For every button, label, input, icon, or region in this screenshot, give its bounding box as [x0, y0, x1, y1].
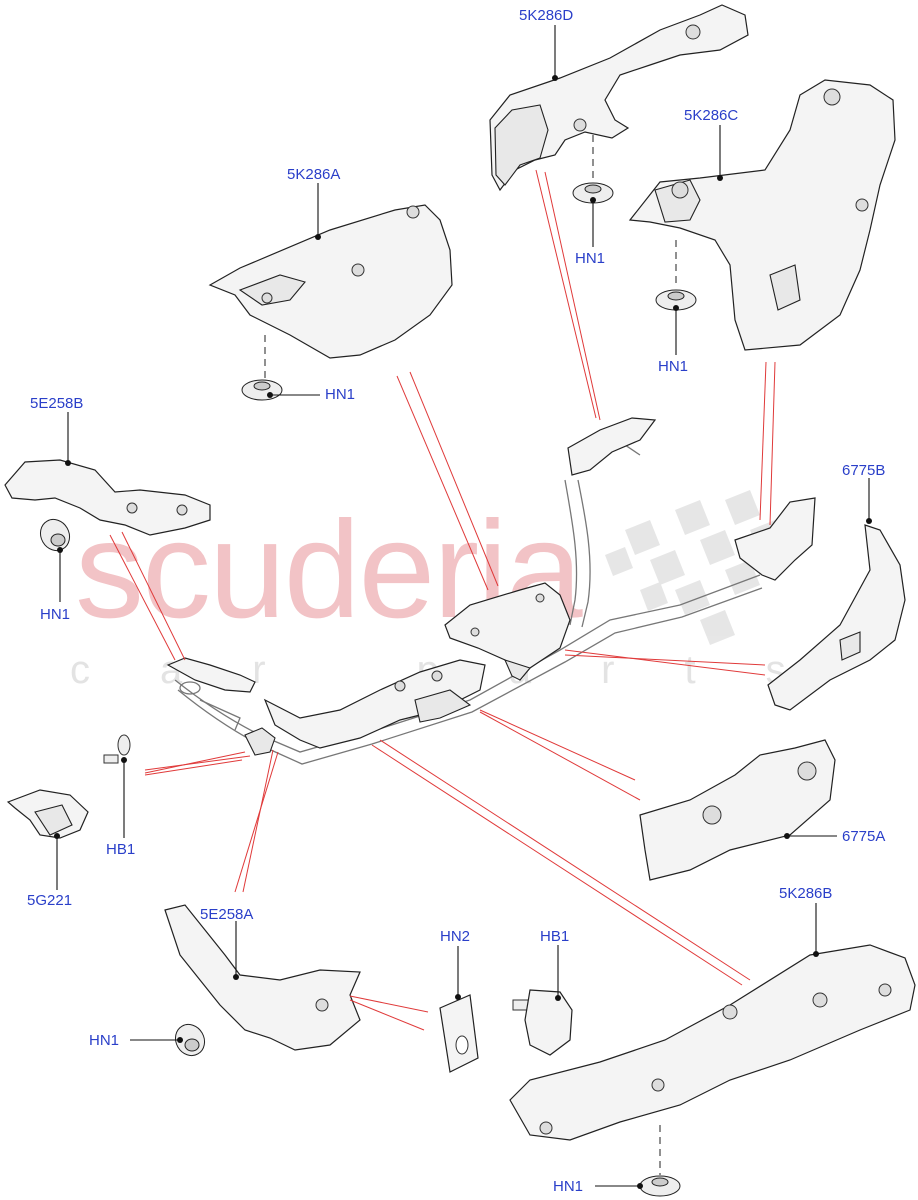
checkered-flag-watermark — [605, 490, 785, 645]
label-hb1-upper: HB1 — [106, 841, 136, 858]
pipe-bracket-right — [734, 497, 816, 581]
alignment-dashes — [264, 135, 677, 1175]
label-hn1-upper-right: HN1 — [658, 358, 689, 375]
pipe-bracket-upper — [567, 417, 657, 476]
heat-shield-5k286b — [509, 944, 916, 1141]
heat-shield-5e258b — [4, 459, 211, 536]
label-hn1-left: HN1 — [325, 386, 356, 403]
bracket-5g221 — [6, 789, 89, 839]
heat-shield-5k286d — [489, 4, 749, 192]
bolt-hb1-lower — [512, 989, 573, 1056]
clip-hn2 — [439, 994, 479, 1073]
nut-hn1-5k286a — [241, 379, 283, 401]
bolt-hb1-upper — [103, 734, 131, 764]
center-pipe-heat-shield — [444, 582, 571, 681]
heat-shield-5k286a — [208, 204, 453, 359]
label-hn1-upper-center: HN1 — [575, 250, 606, 267]
nut-hn1-5k286d — [572, 182, 614, 204]
label-5e258b: 5E258B — [30, 395, 84, 412]
label-5e258a: 5E258A — [200, 906, 254, 923]
label-5k286c: 5K286C — [684, 107, 739, 124]
label-6775b: 6775B — [842, 462, 886, 479]
nut-hn1-5e258a — [174, 1023, 206, 1057]
leader-lines — [54, 25, 872, 1189]
heat-shield-6775b — [767, 524, 906, 711]
heat-shield-5k286c — [628, 79, 896, 351]
callout-lines — [109, 169, 776, 1031]
label-hb1-lower: HB1 — [540, 928, 570, 945]
heat-shield-5e258a — [164, 904, 361, 1051]
label-5k286a: 5K286A — [287, 166, 341, 183]
nut-hn1-5k286b — [639, 1175, 681, 1197]
label-5g221: 5G221 — [27, 892, 73, 909]
label-5k286d: 5K286D — [519, 7, 574, 24]
nut-hn1-5k286c — [655, 289, 697, 311]
label-6775a: 6775A — [842, 828, 886, 845]
label-5k286b: 5K286B — [779, 885, 833, 902]
heat-shield-6775a — [639, 739, 836, 881]
nut-hn1-5e258b — [39, 518, 71, 552]
label-hn1-far-left: HN1 — [40, 606, 71, 623]
label-hn2: HN2 — [440, 928, 471, 945]
label-hn1-lower-left: HN1 — [89, 1032, 120, 1049]
exhaust-pipe-assembly — [174, 444, 763, 765]
lower-pipe-heat-shield — [263, 659, 486, 749]
label-hn1-bottom: HN1 — [553, 1178, 584, 1195]
pipe-bracket-left — [166, 657, 276, 756]
